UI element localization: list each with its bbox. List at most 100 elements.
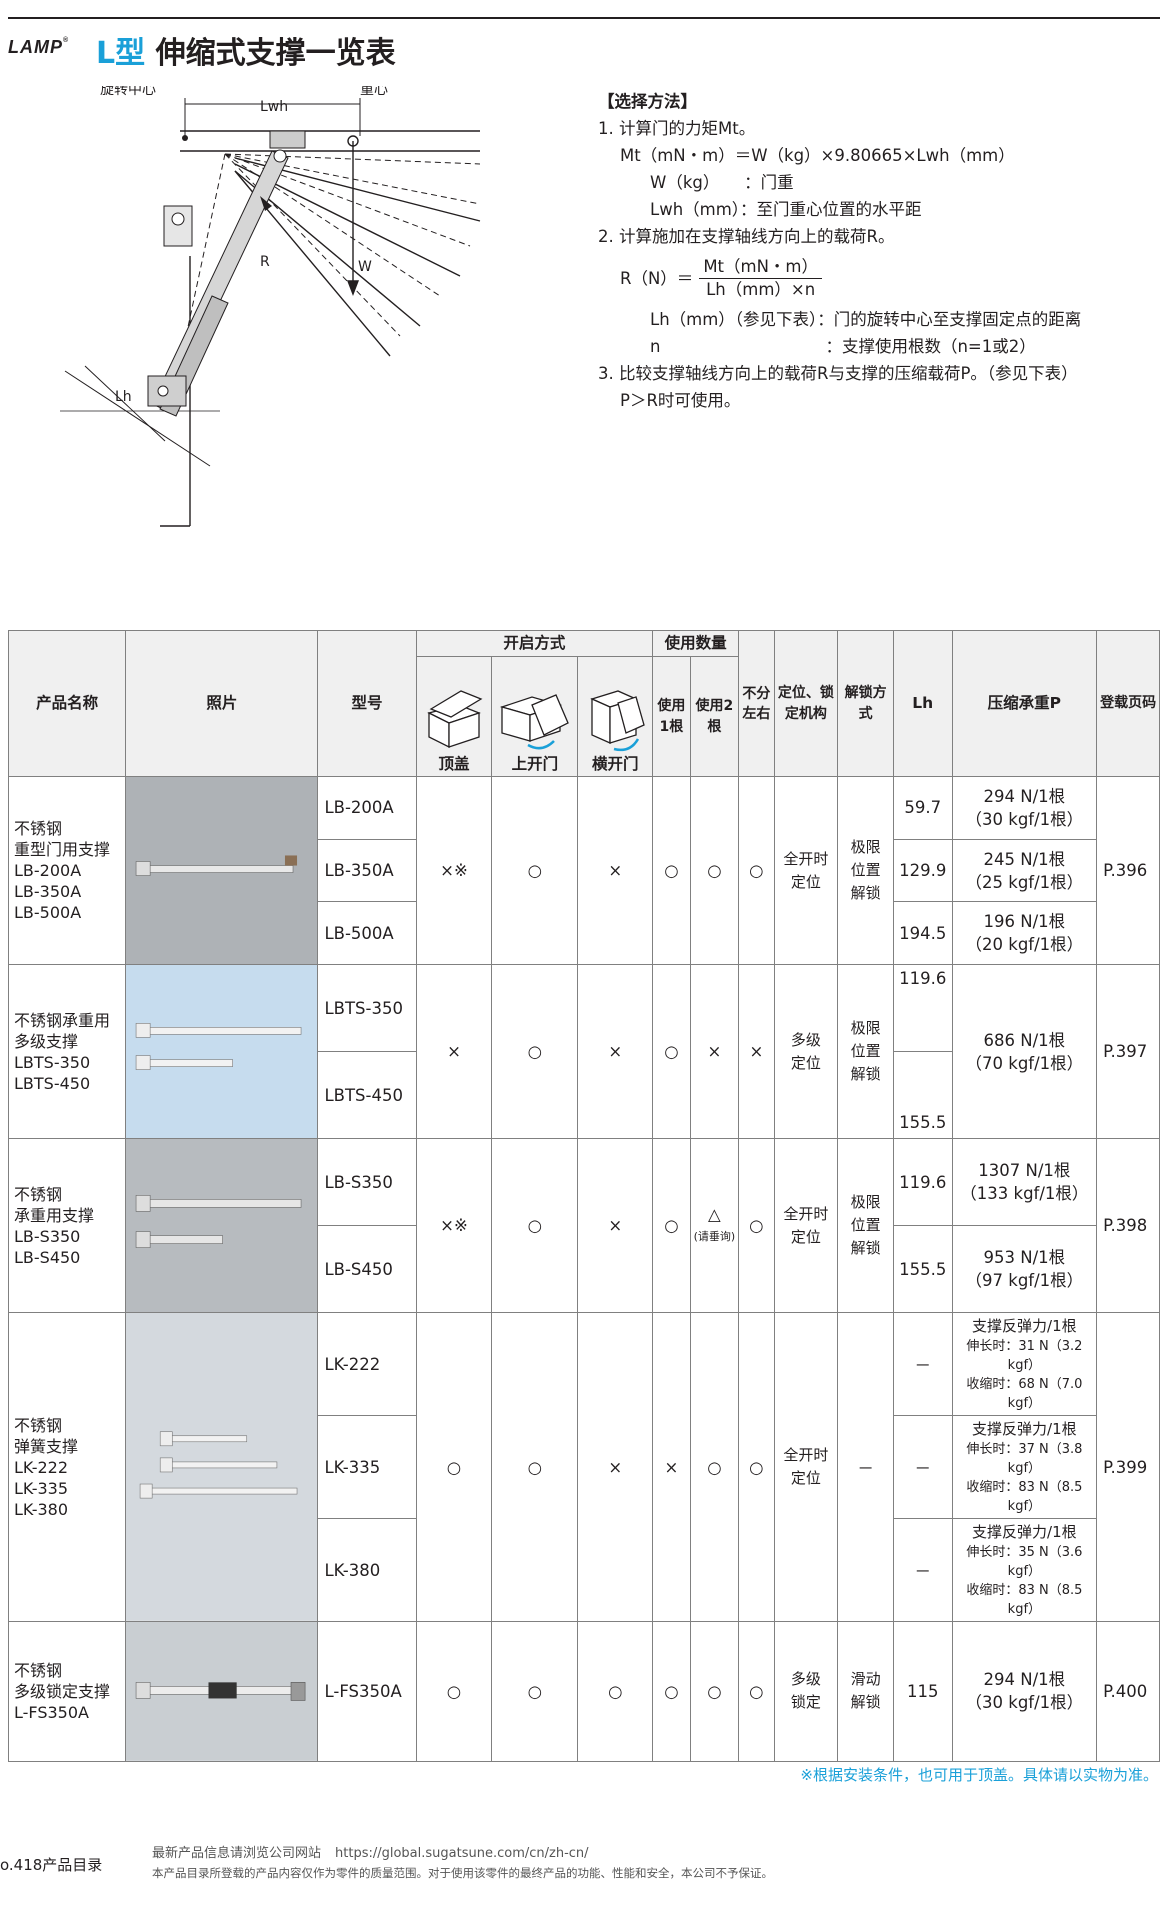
def-n: n ：支撑使用根数（n=1或2） — [650, 337, 1036, 356]
load-value: 196 N/1根（20 kgf/1根） — [951, 901, 1098, 966]
title-prefix: L型 — [96, 36, 146, 71]
model: LBTS-350 — [317, 964, 417, 1053]
model: LB-200A — [317, 776, 417, 840]
lock-mechanism: 全开时定位 — [773, 1312, 839, 1623]
use1-mark: ○ — [652, 775, 691, 966]
product-photo — [125, 775, 319, 966]
table-footnote: ※根据安装条件，也可用于顶盖。具体请以实物为准。 — [800, 1766, 1158, 1784]
side-mark: × — [577, 775, 654, 966]
hdr-lock: 定位、锁定机构 — [773, 630, 839, 777]
lh-value: － — [892, 1312, 953, 1417]
side-door-icon — [590, 690, 646, 752]
lock-mechanism: 多级定位 — [773, 964, 839, 1140]
top-lid-mark: ×※ — [415, 1138, 493, 1314]
formula-r: R（N）＝ Mt（mN・m）Lh（mm）×n — [598, 250, 1158, 306]
lh-value: 155.5 — [892, 1051, 953, 1140]
lock-mechanism: 全开时定位 — [773, 775, 839, 966]
page-ref: P.400 — [1096, 1621, 1160, 1762]
table-row: LB-S450 155.5 953 N/1根（97 kgf/1根） — [9, 1225, 1160, 1314]
hdr-product: 产品名称 — [7, 630, 127, 777]
page-title: L型 伸缩式支撑一览表 — [96, 28, 396, 72]
top-lid-mark: ○ — [415, 1312, 493, 1623]
table-row: LB-500A 194.5 196 N/1根（20 kgf/1根） — [9, 901, 1160, 966]
hdr-top-lid: 顶盖 — [415, 656, 493, 777]
page-ref: P.399 — [1096, 1312, 1160, 1623]
hdr-usage-count: 使用数量 — [652, 630, 740, 657]
product-photo — [125, 1312, 319, 1623]
table-row: LB-350A 129.9 245 N/1根（25 kgf/1根） — [9, 838, 1160, 903]
hdr-model: 型号 — [317, 630, 417, 777]
model: LK-222 — [317, 1312, 417, 1417]
hdr-use1: 使用1根 — [652, 656, 691, 777]
method-step2: 2. 计算施加在支撑轴线方向上的载荷R。 — [598, 227, 895, 246]
use1-mark: ○ — [652, 964, 691, 1140]
product-photo — [125, 964, 319, 1140]
stay-table: 产品名称 照片 型号 开启方式 使用数量 不分左右 定位、锁定机构 解锁方式 L… — [7, 630, 1160, 1762]
release-method: － — [837, 1312, 894, 1623]
load-value: 支撑反弹力/1根伸长时：31 N（3.2 kgf）收缩时：68 N（7.0 kg… — [951, 1312, 1098, 1417]
product-photo — [125, 1621, 319, 1762]
side-mark: ○ — [577, 1621, 654, 1762]
load-value: 294 N/1根（30 kgf/1根） — [951, 776, 1098, 840]
def-lh: Lh（mm）（参见下表）：门的旋转中心至支撑固定点的距离 — [650, 310, 1082, 329]
lh-value: 155.5 — [892, 1225, 953, 1314]
catalog-page-label: o.418产品目录 — [0, 1856, 103, 1874]
method-step3: 3. 比较支撑轴线方向上的载荷R与支撑的压缩载荷P。（参见下表） — [598, 364, 1078, 383]
title-text: 伸缩式支撑一览表 — [145, 36, 396, 71]
product-photo — [125, 1138, 319, 1314]
hdr-release: 解锁方式 — [837, 630, 894, 777]
upward-door-icon — [499, 694, 569, 750]
table-row: LBTS-450 155.5 — [9, 1051, 1160, 1140]
def-lwh: Lwh（mm）：至门重心位置的水平距 — [650, 200, 922, 219]
formula-mt: Mt（mN・m）＝W（kg）×9.80665×Lwh（mm） — [620, 146, 1015, 165]
lh-value: 119.6 — [892, 964, 953, 1053]
upward-mark: ○ — [491, 775, 579, 966]
side-mark: × — [577, 1312, 654, 1623]
side-mark: × — [577, 964, 654, 1140]
top-rule — [8, 17, 1160, 19]
lh-label: Lh — [115, 389, 132, 405]
page-ref: P.397 — [1096, 964, 1160, 1140]
hdr-load: 压缩承重P — [951, 630, 1098, 777]
hdr-open-method: 开启方式 — [415, 630, 654, 657]
model: LB-500A — [317, 901, 417, 966]
top-lid-icon — [427, 690, 483, 749]
use2-mark: △(请垂询) — [689, 1138, 740, 1314]
upward-mark: ○ — [491, 1621, 579, 1762]
upward-mark: ○ — [491, 964, 579, 1140]
load-value: 686 N/1根（70 kgf/1根） — [951, 964, 1098, 1140]
model: LK-380 — [317, 1518, 417, 1623]
upward-mark: ○ — [491, 1138, 579, 1314]
top-lid-mark: ×※ — [415, 775, 493, 966]
use1-mark: × — [652, 1312, 691, 1623]
model: LBTS-450 — [317, 1051, 417, 1140]
lh-value: 59.7 — [892, 776, 953, 840]
lock-mechanism: 全开时定位 — [773, 1138, 839, 1314]
hdr-side-door: 横开门 — [577, 656, 654, 777]
lr-mark: ○ — [738, 1621, 775, 1762]
lr-mark: ○ — [738, 1312, 775, 1623]
lr-mark: ○ — [738, 1138, 775, 1314]
use2-mark: × — [689, 964, 740, 1140]
use1-mark: ○ — [652, 1138, 691, 1314]
hdr-use2: 使用2根 — [689, 656, 740, 777]
load-value: 支撑反弹力/1根伸长时：37 N（3.8 kgf）收缩时：83 N（8.5 kg… — [951, 1415, 1098, 1520]
use2-mark: ○ — [689, 1312, 740, 1623]
lwh-label: Lwh — [260, 99, 288, 115]
gravity-label: 重心 — [360, 86, 388, 98]
method-step1: 1. 计算门的力矩Mt。 — [598, 119, 756, 138]
hdr-lr: 不分左右 — [738, 630, 775, 777]
release-method: 极限位置解锁 — [837, 775, 894, 966]
stay-diagram: 旋转中心 重心 Lwh R W Lh — [60, 86, 481, 527]
footer-url[interactable]: https://global.sugatsune.com/cn/zh-cn/ — [335, 1846, 589, 1861]
hdr-upward-door: 上开门 — [491, 656, 579, 777]
